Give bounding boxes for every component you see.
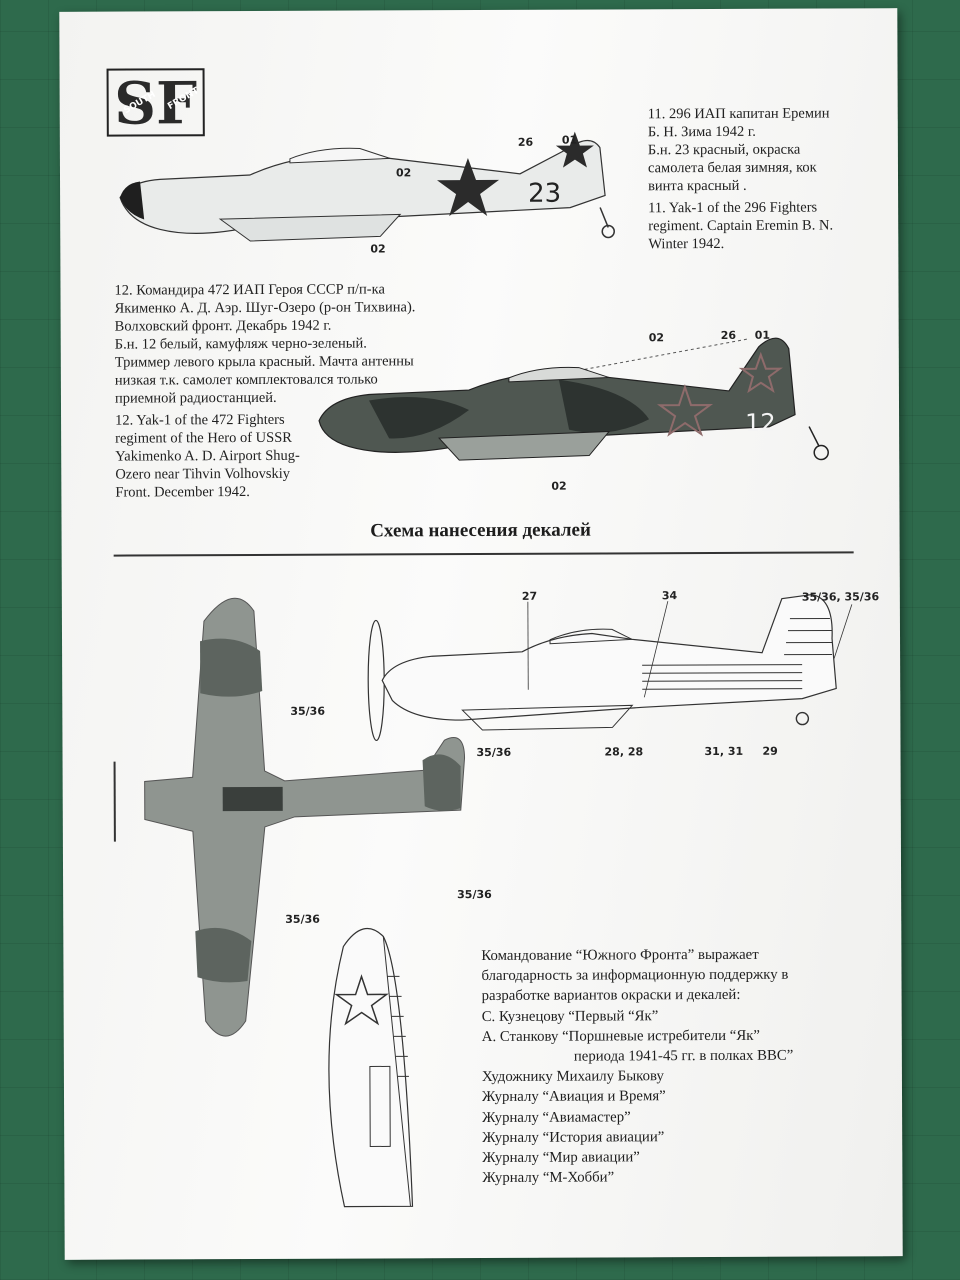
decal-side-view: 27 34 35/36, 35/36 35/36 28, 28 31, 31 2…: [367, 589, 879, 759]
decal-label: 35/36: [476, 746, 511, 759]
thanks-line: периода 1941-45 гг. в полках ВВС”: [573, 1047, 794, 1065]
logo-letters: SF: [114, 69, 197, 137]
plane-11-callout: 02: [396, 166, 411, 179]
caption-line: 11. 296 ИАП капитан Еремин: [647, 105, 830, 123]
decal-top-view: 35/36 35/36 35/36: [113, 597, 492, 1037]
plane-12-callout: 26: [721, 329, 737, 342]
south-front-logo: SF SOUTH FRONT: [106, 68, 205, 138]
plane-12-callout: 02: [649, 331, 664, 344]
decal-label: 35/36: [457, 888, 492, 901]
thanks-line: Журналу “Авиация и Время”: [481, 1088, 666, 1106]
decal-label: 35/36: [285, 913, 320, 926]
section-divider: [113, 551, 854, 557]
thanks-line: Журналу “М-Хобби”: [482, 1169, 615, 1187]
plane-11-tail-number: 23: [528, 179, 561, 209]
caption-line: Якименко А. Д. Аэр. Шуг-Озеро (р-он Тихв…: [114, 299, 416, 317]
acknowledgements: Командование “Южного Фронта” выражает бл…: [481, 944, 882, 1188]
thanks-line: Журналу “Мир авиации”: [482, 1149, 640, 1167]
thanks-line: Художнику Михаилу Быкову: [481, 1068, 664, 1086]
decal-label: 27: [522, 590, 537, 603]
plane-11-callout: 01: [562, 134, 577, 147]
plane-11-profile: 23 02 26 01 02: [119, 131, 615, 255]
caption-line: Winter 1942.: [648, 235, 725, 253]
plane-11-callout: 26: [518, 136, 534, 149]
decal-label: 29: [762, 745, 777, 758]
decal-label: 35/36: [290, 705, 325, 718]
caption-line: 12. Командира 472 ИАП Героя СССР п/п-ка: [114, 281, 385, 299]
plane-11-callout: 02: [370, 242, 385, 255]
thanks-line: благодарность за информационную поддержк…: [481, 966, 789, 985]
thanks-line: Командование “Южного Фронта” выражает: [481, 946, 759, 965]
caption-line: винта красный .: [648, 177, 747, 195]
caption-line: Б. Н. Зима 1942 г.: [647, 123, 756, 141]
caption-line: 11. Yak-1 of the 296 Fighters: [648, 199, 818, 217]
thanks-line: С. Кузнецову “Первый “Як”: [481, 1007, 659, 1025]
plane-12-profile: 12 02 26 01 02: [318, 329, 829, 493]
caption-line: Б.н. 23 красный, окраска: [647, 141, 801, 159]
decal-label: 31, 31: [704, 745, 743, 758]
plane-11-caption: 11. 296 ИАП капитан Еремин Б. Н. Зима 19…: [648, 104, 889, 253]
decal-label: 28, 28: [604, 745, 643, 758]
instruction-sheet: SF SOUTH FRONT 23 02 26 01 02 11. 296 ИА…: [59, 8, 903, 1260]
thanks-line: А. Станкову “Поршневые истребители “Як”: [481, 1027, 761, 1045]
thanks-line: разработке вариантов окраски и декалей:: [481, 987, 741, 1005]
decal-label: 34: [662, 589, 678, 602]
caption-line: regiment. Captain Eremin B. N.: [648, 217, 834, 235]
tail-fin-detail: [328, 927, 414, 1208]
caption-line: самолета белая зимняя, кок: [647, 159, 817, 177]
section-title: Схема нанесения декалей: [370, 519, 591, 542]
plane-12-callout: 01: [755, 329, 770, 342]
plane-12-tail-number: 12: [745, 409, 776, 437]
decal-label: 35/36, 35/36: [802, 590, 880, 603]
plane-12-callout: 02: [551, 480, 566, 493]
thanks-line: Журналу “Авиамастер”: [482, 1108, 631, 1126]
thanks-line: Журналу “История авиации”: [482, 1129, 665, 1146]
